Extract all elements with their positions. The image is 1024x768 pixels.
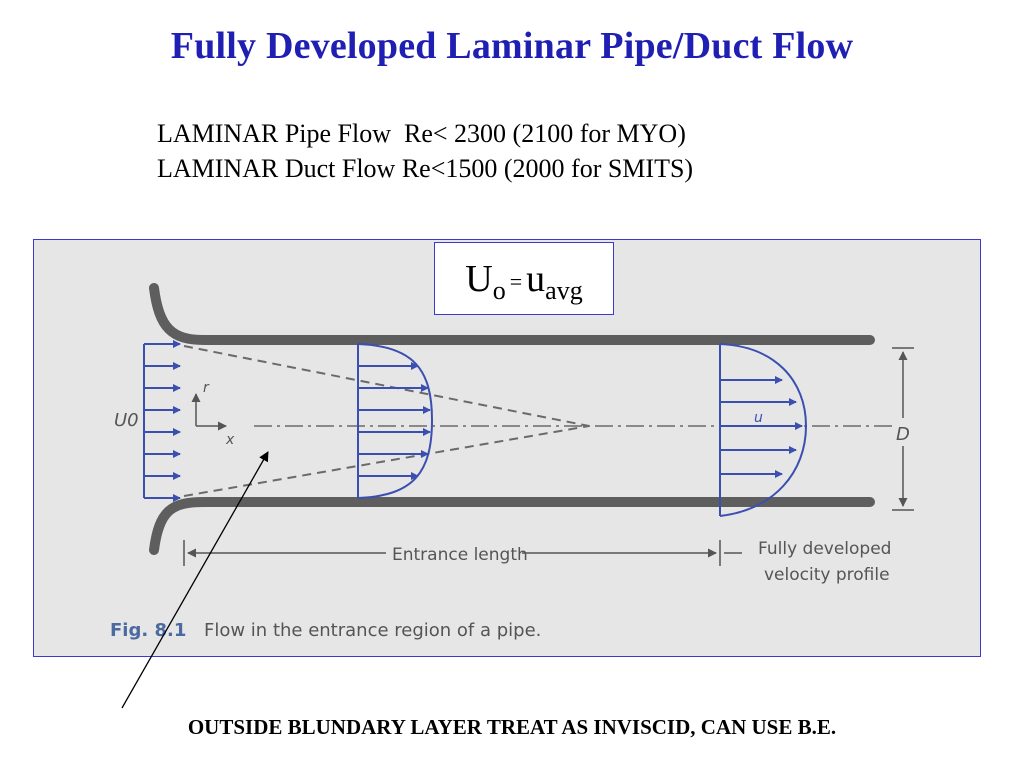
figure-caption: Flow in the entrance region of a pipe. [204, 620, 541, 641]
x-axis-label: x [225, 432, 235, 448]
eq-rhs-sub: avg [545, 276, 583, 305]
inviscid-note: OUTSIDE BLUNDARY LAYER TREAT AS INVISCID… [187, 715, 837, 739]
fully-developed-label: Fully developed [758, 539, 891, 559]
eq-rhs: u [526, 258, 546, 300]
equation-box: Uo=uavg [434, 242, 614, 315]
laminar-criteria: LAMINAR Pipe Flow Re< 2300 (2100 for MYO… [157, 116, 693, 186]
diameter-dimension [892, 347, 914, 511]
figure-number: Fig. 8.1 [110, 620, 186, 641]
pipe-flow-criterion: LAMINAR Pipe Flow Re< 2300 (2100 for MYO… [157, 119, 686, 148]
duct-flow-criterion: LAMINAR Duct Flow Re<1500 (2000 for SMIT… [157, 154, 694, 183]
entrance-length-label: Entrance length [392, 545, 528, 565]
r-axis-label: r [203, 380, 210, 396]
inlet-velocity-label: U0 [114, 410, 139, 431]
velocity-profile-label: velocity profile [764, 565, 890, 585]
coordinate-axes [191, 393, 227, 431]
u-label: u [754, 410, 763, 426]
developing-velocity-profile [357, 343, 434, 499]
diameter-label: D [896, 424, 910, 445]
inlet-uniform-profile [143, 340, 181, 502]
eq-lhs: U [465, 258, 493, 300]
slide-title: Fully Developed Laminar Pipe/Duct Flow [170, 25, 854, 67]
eq-sign: = [509, 269, 523, 294]
boundary-layer-lines [183, 345, 590, 497]
fully-developed-velocity-profile [719, 343, 808, 517]
eq-lhs-sub: o [492, 276, 506, 305]
